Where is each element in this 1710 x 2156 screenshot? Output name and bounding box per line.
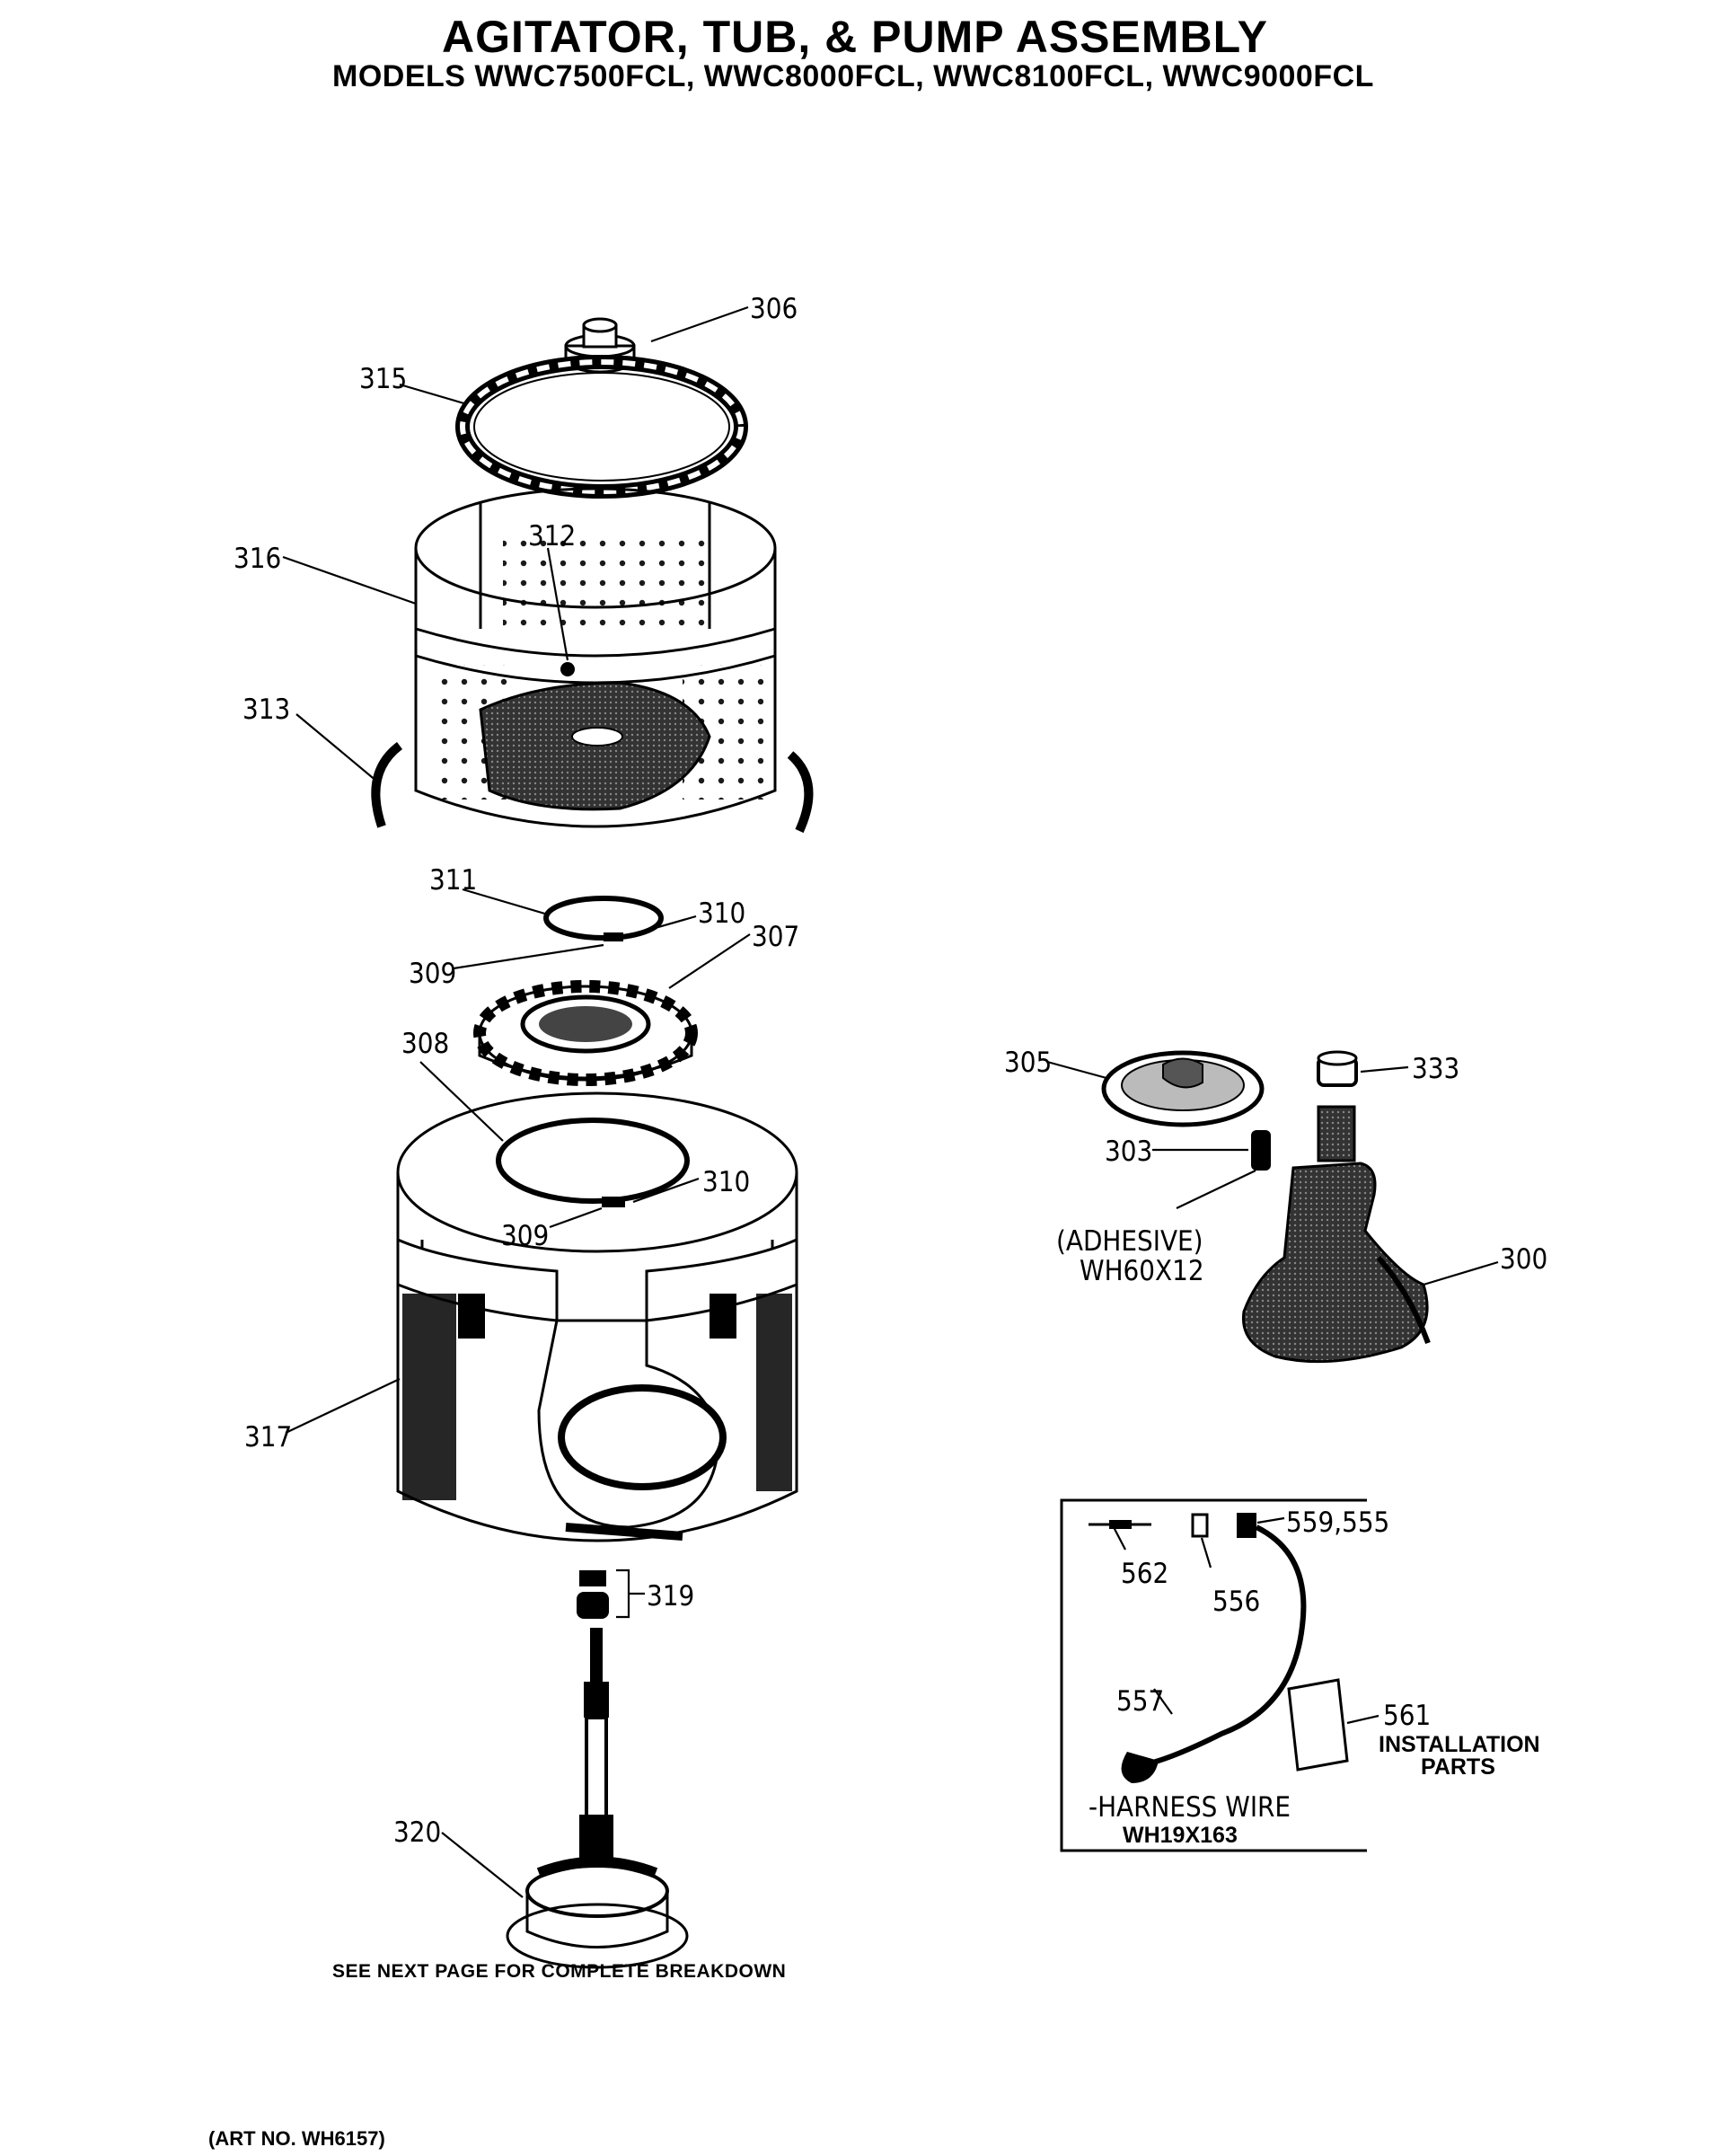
callout-308: 308 xyxy=(401,1028,449,1060)
page-title: AGITATOR, TUB, & PUMP ASSEMBLY xyxy=(442,12,1268,62)
callout-305: 305 xyxy=(1004,1047,1052,1079)
clamp-ring-311 xyxy=(543,896,664,941)
callout-306: 306 xyxy=(750,293,798,325)
bolt-303 xyxy=(1251,1130,1271,1171)
transmission-320 xyxy=(506,1628,689,1969)
callout-320: 320 xyxy=(393,1816,441,1849)
leader-lines xyxy=(282,305,1499,1898)
wash-basket-316 xyxy=(414,487,777,828)
adhesive-part-number: WH60X12 xyxy=(1080,1255,1204,1287)
harness-wire-part-number: WH19X163 xyxy=(1123,1823,1238,1848)
callout-312: 312 xyxy=(528,520,576,552)
callout-556: 556 xyxy=(1212,1586,1260,1618)
cap-333 xyxy=(1317,1050,1358,1087)
callout-303: 303 xyxy=(1105,1135,1152,1168)
callout-559-555: 559,555 xyxy=(1286,1507,1389,1539)
callout-313: 313 xyxy=(242,694,290,726)
callout-310-lower: 310 xyxy=(702,1166,750,1198)
callout-300: 300 xyxy=(1500,1243,1547,1276)
installation-label-line2: PARTS xyxy=(1421,1754,1495,1780)
agitator-300 xyxy=(1241,1105,1431,1364)
balance-ring-315 xyxy=(455,355,748,499)
outer-tub-317 xyxy=(396,1091,798,1542)
callout-333: 333 xyxy=(1412,1053,1459,1085)
callout-309-lower: 309 xyxy=(501,1220,549,1252)
art-number: (ART NO. WH6157) xyxy=(208,2127,385,2150)
callout-319: 319 xyxy=(647,1580,694,1613)
installation-parts-box xyxy=(1060,1498,1367,1852)
callout-557: 557 xyxy=(1116,1685,1164,1718)
callout-315: 315 xyxy=(359,363,407,395)
callout-labels: 306 315 316 312 313 311 310 309 307 308 … xyxy=(234,293,1547,1849)
installation-label-line1: INSTALLATION xyxy=(1379,1732,1540,1757)
callout-561: 561 xyxy=(1383,1700,1431,1732)
harness-wire-label: -HARNESS WIRE xyxy=(1089,1791,1291,1824)
callout-307: 307 xyxy=(752,921,799,953)
see-next-page-note: SEE NEXT PAGE FOR COMPLETE BREAKDOWN xyxy=(332,1961,787,1982)
hub-seal-307 xyxy=(473,980,698,1086)
callout-309-upper: 309 xyxy=(409,958,456,990)
clips-313 xyxy=(371,742,814,834)
seal-parts-319 xyxy=(577,1570,609,1619)
callout-317: 317 xyxy=(244,1421,292,1454)
callout-316: 316 xyxy=(234,543,281,575)
callout-310-upper: 310 xyxy=(698,897,745,930)
models-subtitle: MODELS WWC7500FCL, WWC8000FCL, WWC8100FC… xyxy=(332,59,1374,93)
agitator-cap-disc-305 xyxy=(1101,1050,1265,1127)
callout-311: 311 xyxy=(429,864,477,897)
callout-562: 562 xyxy=(1121,1558,1168,1590)
adhesive-label: (ADHESIVE) xyxy=(1056,1225,1203,1258)
gasket-ring-308 xyxy=(496,1118,690,1207)
